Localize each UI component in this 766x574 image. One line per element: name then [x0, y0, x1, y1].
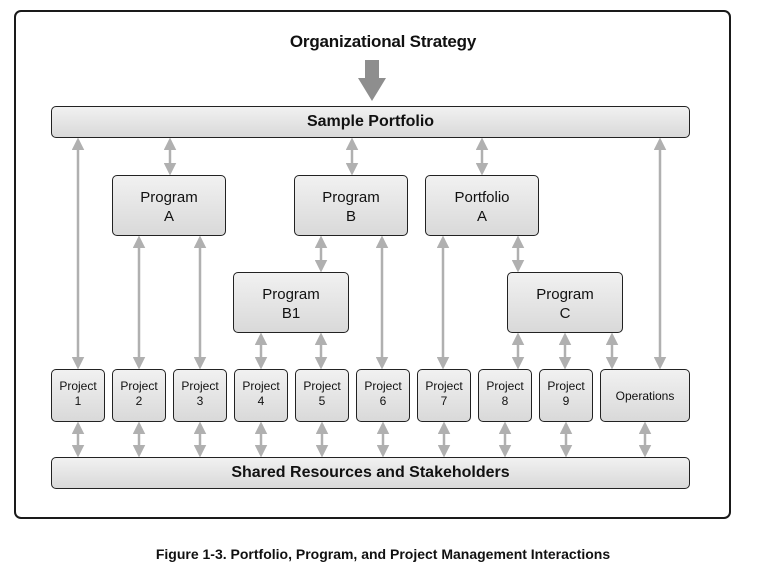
project-7-line1: Project [425, 379, 463, 393]
project-1-box: Project 1 [51, 369, 105, 422]
program-c-line2: C [559, 305, 571, 322]
project-3-box: Project 3 [173, 369, 227, 422]
project-9-line1: Project [547, 379, 585, 393]
project-2-line1: Project [120, 379, 158, 393]
program-b1-line2: B1 [281, 305, 301, 322]
project-6-line1: Project [364, 379, 402, 393]
project-3-line2: 3 [196, 394, 204, 408]
portfolio-a-line1: Portfolio [454, 189, 510, 206]
operations-label: Operations [615, 388, 675, 403]
strategy-down-arrow [358, 60, 386, 101]
program-b-box: Program B [294, 175, 408, 236]
project-8-line1: Project [486, 379, 524, 393]
project-9-box: Project 9 [539, 369, 593, 422]
project-2-box: Project 2 [112, 369, 166, 422]
project-3-line1: Project [181, 379, 219, 393]
program-a-box: Program A [112, 175, 226, 236]
program-a-line1: Program [140, 189, 198, 206]
organizational-strategy-label: Organizational Strategy [289, 32, 477, 51]
project-5-box: Project 5 [295, 369, 349, 422]
shared-resources-bar: Shared Resources and Stakeholders [51, 457, 690, 489]
project-7-line2: 7 [440, 394, 448, 408]
project-5-line2: 5 [318, 394, 326, 408]
sample-portfolio-bar: Sample Portfolio [51, 106, 690, 138]
shared-resources-label: Shared Resources and Stakeholders [231, 464, 510, 481]
program-b-line2: B [345, 208, 356, 225]
project-9-line2: 9 [562, 394, 570, 408]
sample-portfolio-label: Sample Portfolio [306, 113, 435, 130]
project-2-line2: 2 [135, 394, 143, 408]
program-c-line1: Program [536, 286, 594, 303]
program-c-box: Program C [507, 272, 623, 333]
portfolio-a-box: Portfolio A [425, 175, 539, 236]
portfolio-a-line2: A [476, 208, 487, 225]
operations-box: Operations [600, 369, 690, 422]
program-a-line2: A [163, 208, 174, 225]
program-b1-line1: Program [262, 286, 320, 303]
project-1-line2: 1 [74, 394, 82, 408]
program-b-line1: Program [322, 189, 380, 206]
project-4-box: Project 4 [234, 369, 288, 422]
figure-caption: Figure 1-3. Portfolio, Program, and Proj… [155, 546, 611, 562]
program-b1-box: Program B1 [233, 272, 349, 333]
project-4-line1: Project [242, 379, 280, 393]
project-4-line2: 4 [257, 394, 265, 408]
project-7-box: Project 7 [417, 369, 471, 422]
project-8-box: Project 8 [478, 369, 532, 422]
project-5-line1: Project [303, 379, 341, 393]
project-8-line2: 8 [501, 394, 509, 408]
project-1-line1: Project [59, 379, 97, 393]
project-6-line2: 6 [379, 394, 387, 408]
project-6-box: Project 6 [356, 369, 410, 422]
